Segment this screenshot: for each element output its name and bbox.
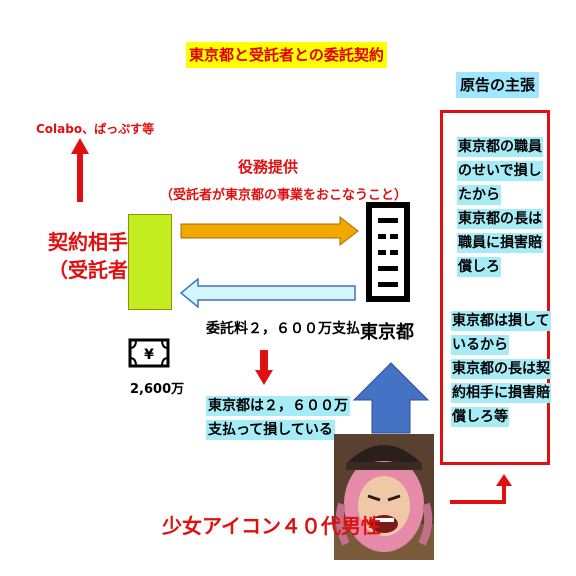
- up-arrow-red: [71, 138, 89, 202]
- down-arrow-red: [255, 350, 273, 385]
- loss-line: 支払って損している: [206, 420, 335, 440]
- claim-pointer-arrow: [450, 474, 512, 504]
- contractor-box: [128, 214, 172, 310]
- service-title: 役務提供: [238, 158, 299, 176]
- building-icon: [366, 202, 410, 302]
- fee-label: 委託料２，６００万支払: [206, 321, 360, 337]
- claim-line: 償しろ: [457, 257, 501, 277]
- yen-symbol: ¥: [144, 347, 154, 363]
- claim-line: 東京都の長は契: [451, 359, 551, 379]
- money-icon: ¥: [128, 338, 170, 368]
- avatar: [334, 434, 434, 560]
- money-amount: 2,600万: [130, 382, 185, 397]
- claim-line: 約相手に損害賠: [451, 383, 551, 403]
- diagram-title: 東京都と受託者との委託契約: [186, 42, 387, 68]
- blue-up-arrow: [352, 362, 430, 434]
- colabo-label: Colabo、ぱっぷす等: [36, 122, 155, 136]
- contractor-label-line1: 契約相手: [48, 230, 128, 254]
- claim-box: 東京都の職員 のせいで損し たから 東京都の長は 職員に損害賠 償しろ 東京都は…: [440, 110, 551, 465]
- claim-line: いるから: [451, 335, 509, 355]
- service-subtitle: （受託者が東京都の事業をおこなうこと）: [160, 188, 408, 203]
- claim-line: のせいで損し: [457, 161, 543, 181]
- contractor-label: 契約相手 （受託者）: [48, 228, 148, 284]
- girl-icon-label: 少女アイコン４０代男性: [162, 514, 381, 538]
- claim-line: 東京都は損して: [451, 311, 551, 331]
- claim-line: 東京都の長は: [457, 209, 543, 229]
- claim-line: たから: [457, 185, 501, 205]
- claim-line: 職員に損害賠: [457, 233, 543, 253]
- fee-arrow: [180, 278, 356, 308]
- claim-title: 原告の主張: [456, 72, 540, 98]
- avatar-image: [334, 434, 434, 560]
- claim-line: 償しろ等: [451, 407, 509, 427]
- claim-line: 東京都の職員: [457, 137, 543, 157]
- loss-line: 東京都は２，６００万: [206, 396, 350, 416]
- contractor-label-line2: （受託者）: [48, 258, 148, 282]
- service-arrow: [180, 216, 359, 246]
- tokyo-label: 東京都: [360, 322, 414, 343]
